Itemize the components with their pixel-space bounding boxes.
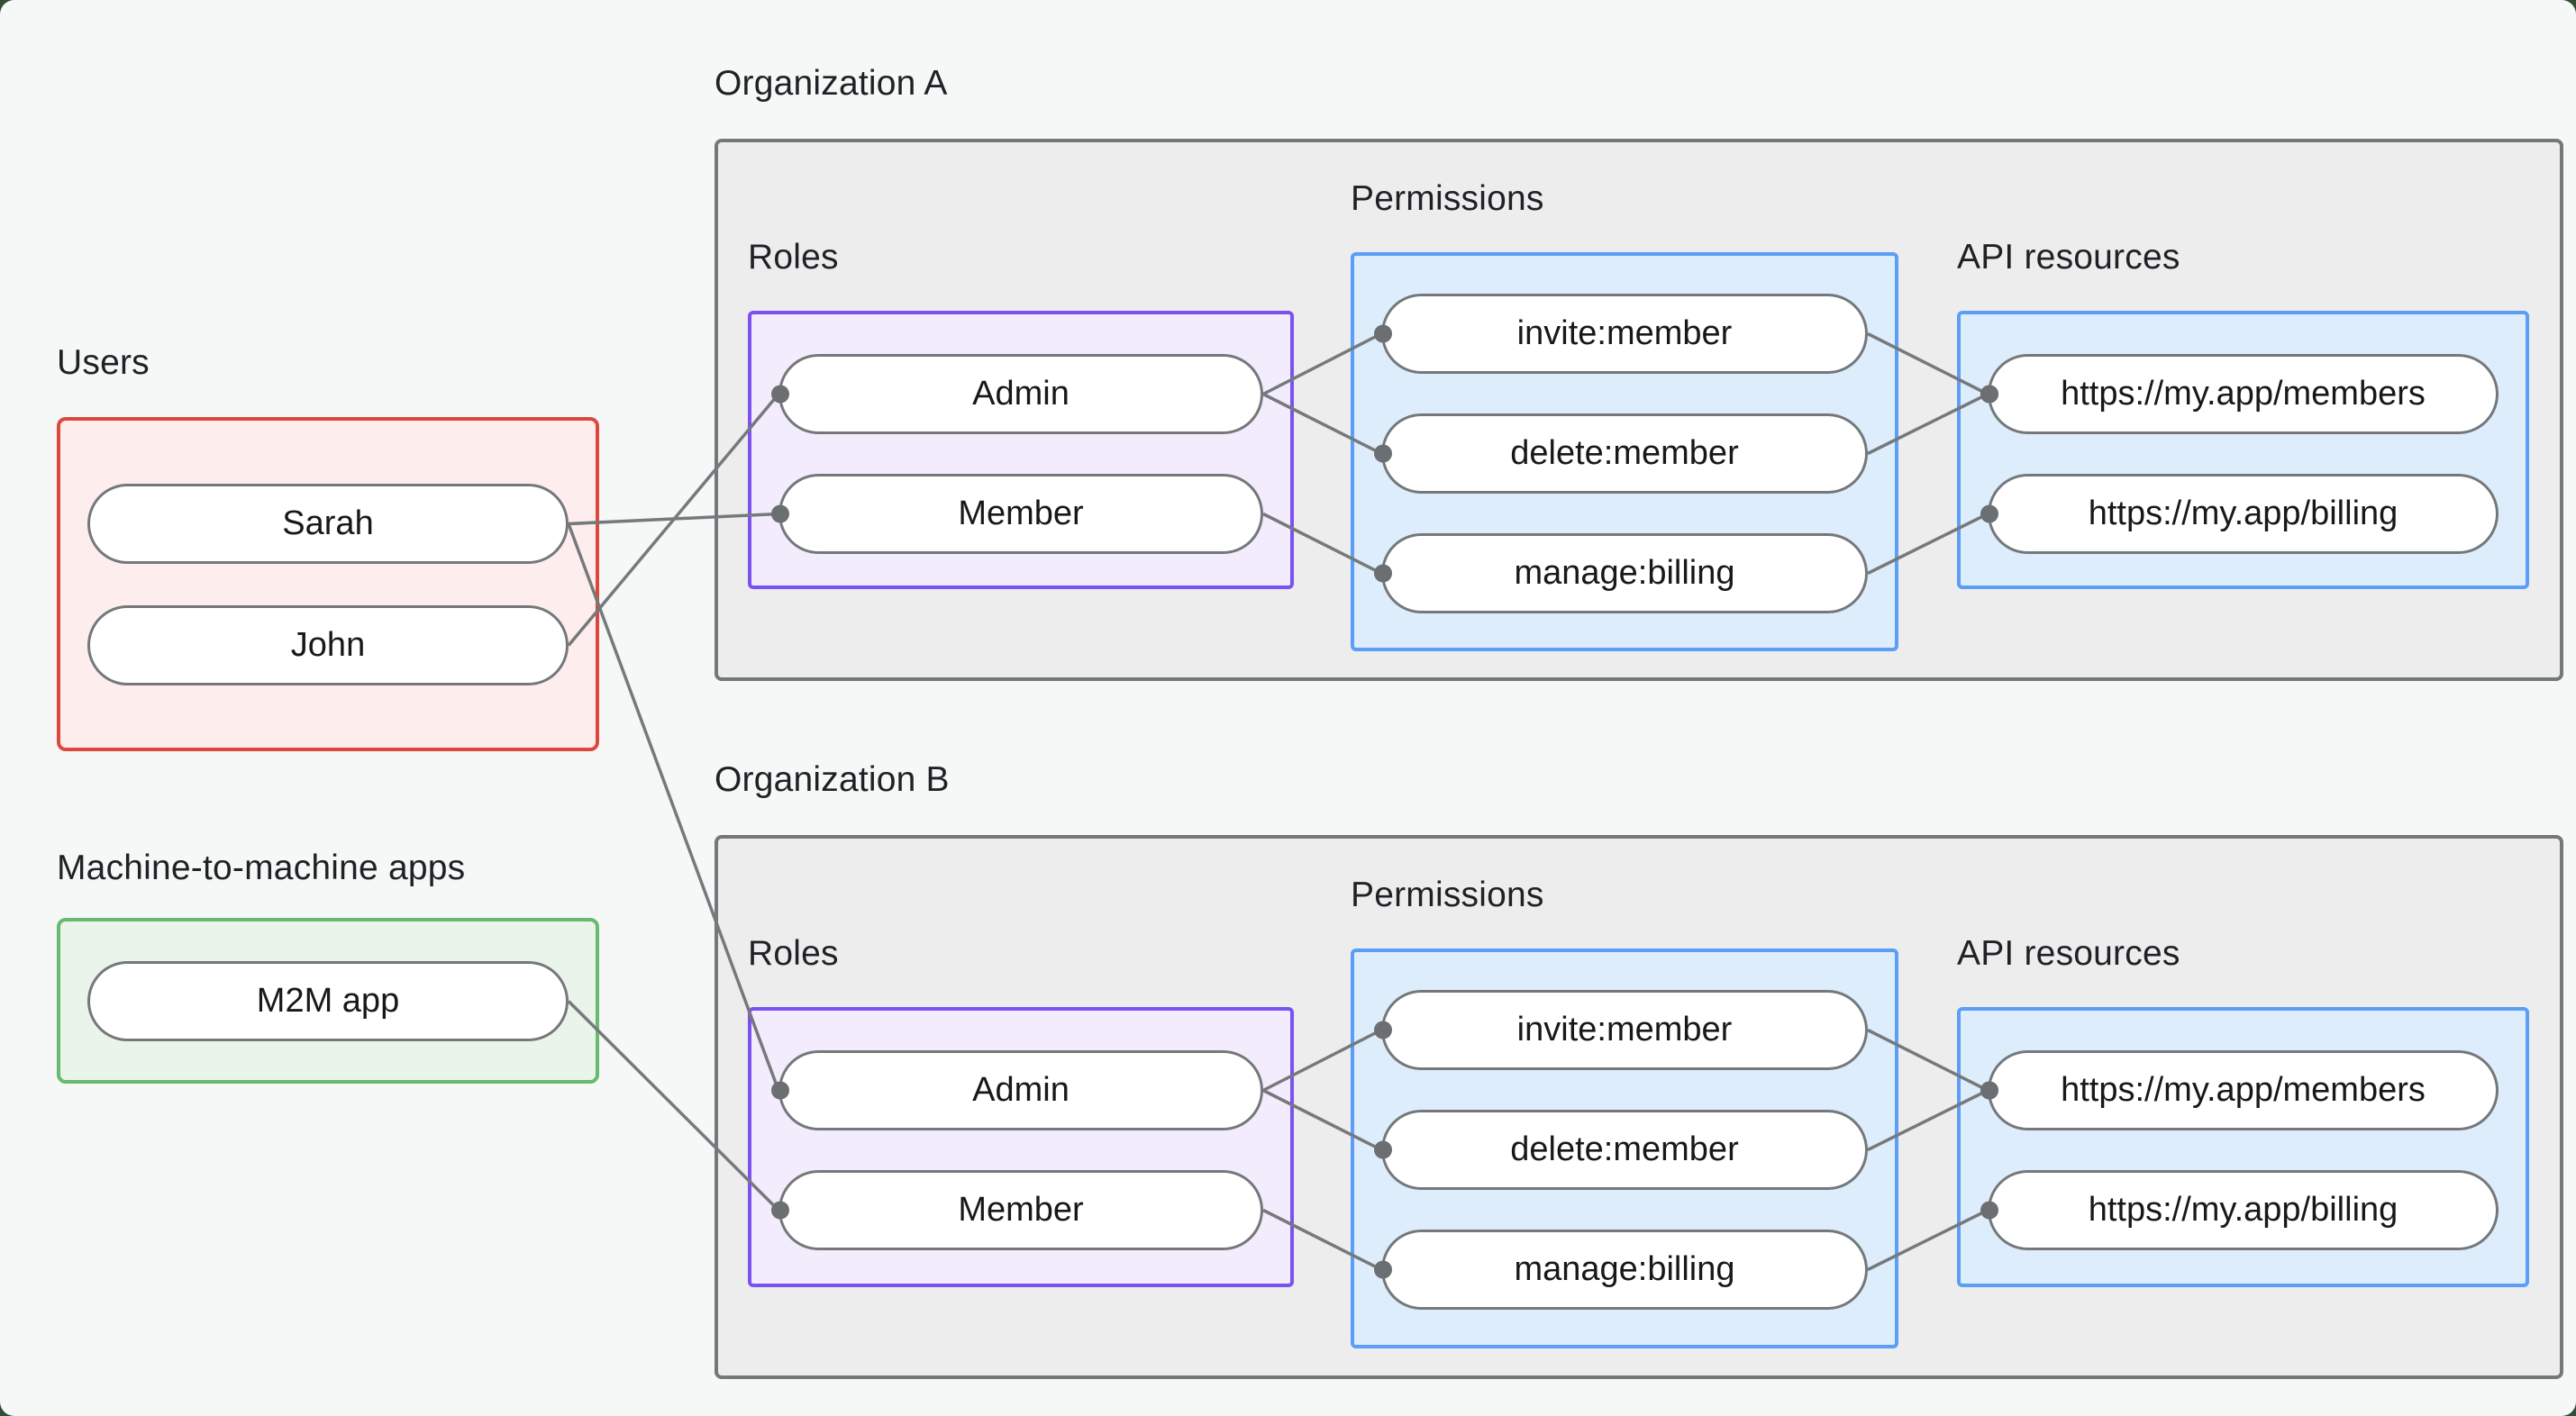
org-b-role-member: Member <box>778 1170 1263 1250</box>
org-a-title: Organization A <box>715 64 948 103</box>
org-b-permission-manage-billing: manage:billing <box>1381 1230 1868 1310</box>
org-a-api-resources-label: API resources <box>1957 238 2180 277</box>
org-b-title: Organization B <box>715 760 950 799</box>
org-a-roles-box: Admin Member <box>748 311 1294 589</box>
org-a-permission-invite-member: invite:member <box>1381 294 1868 374</box>
m2m-group-box: M2M app <box>57 918 599 1084</box>
org-a-api-members-url: https://my.app/members <box>1988 354 2499 434</box>
m2m-app-node: M2M app <box>87 961 569 1041</box>
org-a-permissions-box: invite:member delete:member manage:billi… <box>1351 252 1898 651</box>
org-a-api-billing-url: https://my.app/billing <box>1988 474 2499 554</box>
org-b-permission-invite-member: invite:member <box>1381 990 1868 1070</box>
org-b-roles-label: Roles <box>748 934 839 973</box>
org-b-permissions-label: Permissions <box>1351 876 1544 914</box>
org-a-permissions-label: Permissions <box>1351 179 1544 218</box>
org-a-permission-delete-member: delete:member <box>1381 413 1868 494</box>
org-b-api-resources-box: https://my.app/members https://my.app/bi… <box>1957 1007 2529 1287</box>
org-b-api-resources-label: API resources <box>1957 934 2180 973</box>
org-b-api-billing-url: https://my.app/billing <box>1988 1170 2499 1250</box>
users-group-label: Users <box>57 343 150 382</box>
org-b-roles-box: Admin Member <box>748 1007 1294 1287</box>
user-node-sarah: Sarah <box>87 484 569 564</box>
m2m-group-label: Machine-to-machine apps <box>57 849 466 887</box>
user-node-john: John <box>87 605 569 685</box>
org-b-role-admin: Admin <box>778 1050 1263 1130</box>
org-b-api-members-url: https://my.app/members <box>1988 1050 2499 1130</box>
org-a-permission-manage-billing: manage:billing <box>1381 533 1868 613</box>
org-a-role-member: Member <box>778 474 1263 554</box>
org-b-permission-delete-member: delete:member <box>1381 1110 1868 1190</box>
org-a-roles-label: Roles <box>748 238 839 277</box>
users-group-box: Sarah John <box>57 417 599 751</box>
org-a-api-resources-box: https://my.app/members https://my.app/bi… <box>1957 311 2529 589</box>
org-a-role-admin: Admin <box>778 354 1263 434</box>
org-b-permissions-box: invite:member delete:member manage:billi… <box>1351 949 1898 1348</box>
